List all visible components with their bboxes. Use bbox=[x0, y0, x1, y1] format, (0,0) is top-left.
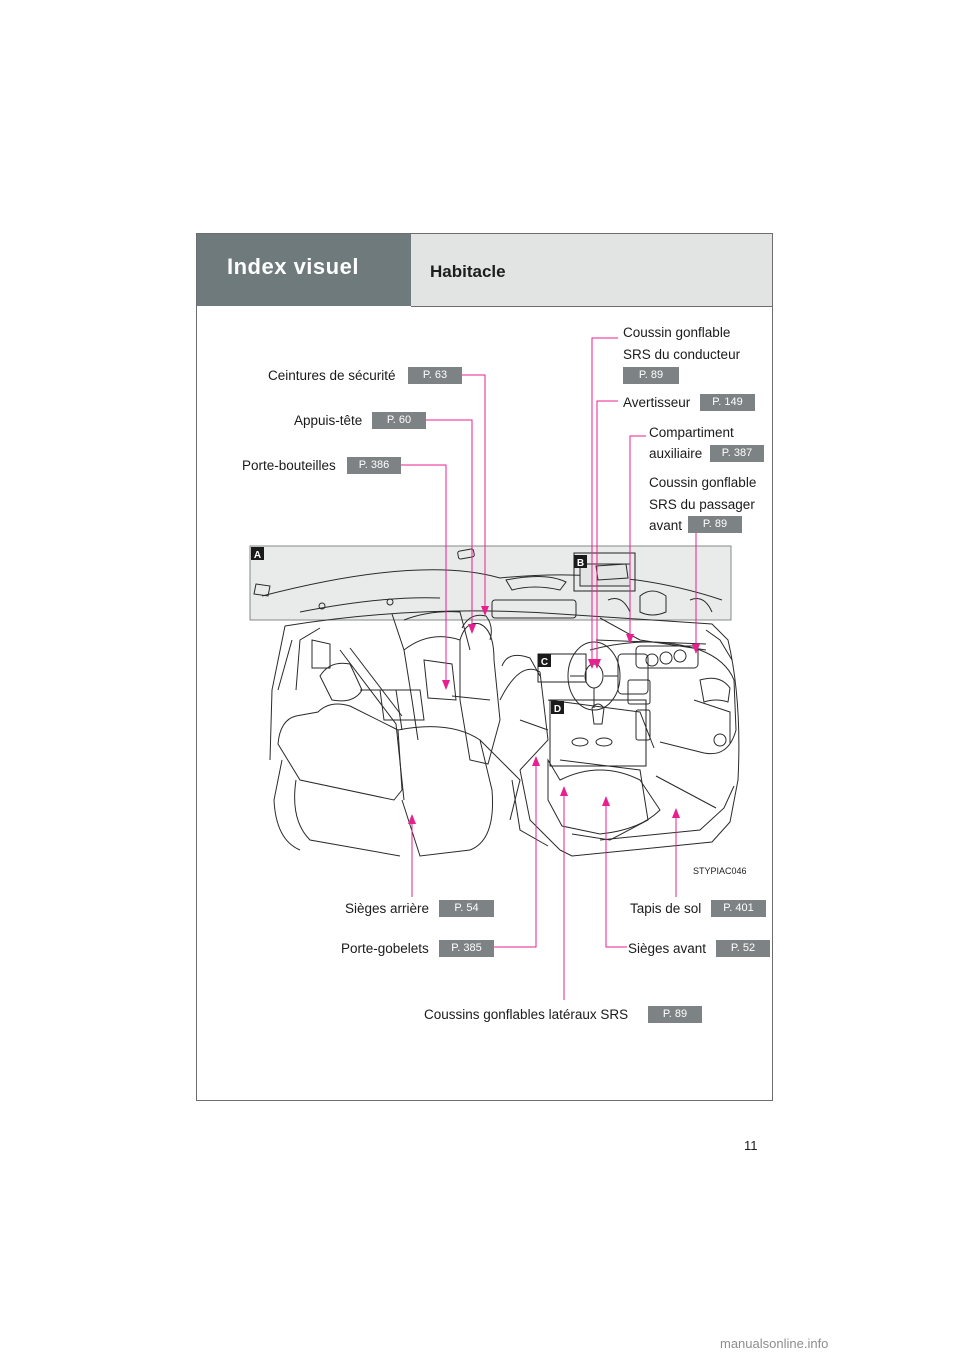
marker-B: B bbox=[574, 555, 587, 569]
label-compartiment-1: Compartiment bbox=[649, 425, 734, 440]
label-coussin-passager-1: Coussin gonflable bbox=[649, 475, 757, 490]
section-title: Index visuel bbox=[227, 254, 359, 279]
svg-text:D: D bbox=[554, 704, 561, 715]
headliner-strip bbox=[249, 545, 732, 621]
page-ref-porte-gobelets[interactable]: P. 385 bbox=[439, 940, 494, 957]
page-ref-coussin-passager[interactable]: P. 89 bbox=[688, 516, 742, 533]
label-ceintures: Ceintures de sécurité bbox=[268, 368, 396, 383]
label-sieges-avant: Sièges avant bbox=[628, 941, 707, 956]
page-ref-ceintures[interactable]: P. 63 bbox=[408, 367, 462, 384]
marker-A: A bbox=[251, 547, 264, 561]
marker-C: C bbox=[538, 654, 551, 668]
label-compartiment-2: auxiliaire bbox=[649, 446, 703, 461]
vehicle-interior-drawing bbox=[269, 610, 740, 857]
marker-D: D bbox=[551, 701, 564, 715]
label-appuis-tete: Appuis-tête bbox=[294, 413, 363, 428]
footer-watermark: manualsonline.info bbox=[720, 1336, 829, 1351]
label-tapis: Tapis de sol bbox=[630, 901, 702, 916]
illustration-code: STYPIAC046 bbox=[693, 866, 747, 876]
label-porte-bouteilles: Porte-bouteilles bbox=[242, 458, 336, 473]
label-coussin-conducteur-1: Coussin gonflable bbox=[623, 325, 731, 340]
label-porte-gobelets: Porte-gobelets bbox=[341, 941, 429, 956]
page-ref-compartiment[interactable]: P. 387 bbox=[710, 445, 764, 462]
page-ref-porte-bouteilles[interactable]: P. 386 bbox=[347, 457, 401, 474]
label-avertisseur: Avertisseur bbox=[623, 395, 691, 410]
page-ref-sieges-avant[interactable]: P. 52 bbox=[716, 940, 770, 957]
page-ref-tapis[interactable]: P. 401 bbox=[711, 900, 766, 917]
header-subsection-bar: Habitacle bbox=[411, 234, 772, 307]
subsection-title: Habitacle bbox=[430, 262, 506, 281]
leader-arrowheads bbox=[408, 606, 700, 824]
label-coussin-conducteur-2: SRS du conducteur bbox=[623, 347, 741, 362]
label-coussin-passager-2: SRS du passager bbox=[649, 497, 755, 512]
svg-text:B: B bbox=[577, 558, 584, 569]
header-section-tab: Index visuel bbox=[197, 234, 411, 306]
label-sieges-arriere: Sièges arrière bbox=[345, 901, 430, 916]
page-ref-coussins-lateraux[interactable]: P. 89 bbox=[648, 1006, 702, 1023]
page-number: 11 bbox=[744, 1138, 758, 1153]
label-coussins-lateraux: Coussins gonflables latéraux SRS bbox=[424, 1007, 629, 1022]
label-coussin-passager-3: avant bbox=[649, 518, 683, 533]
svg-text:A: A bbox=[254, 550, 261, 561]
page-ref-sieges-arriere[interactable]: P. 54 bbox=[439, 900, 494, 917]
svg-text:C: C bbox=[541, 657, 548, 668]
page-ref-coussin-conducteur[interactable]: P. 89 bbox=[623, 367, 679, 384]
page-ref-appuis-tete[interactable]: P. 60 bbox=[372, 412, 426, 429]
page-ref-avertisseur[interactable]: P. 149 bbox=[700, 394, 755, 411]
